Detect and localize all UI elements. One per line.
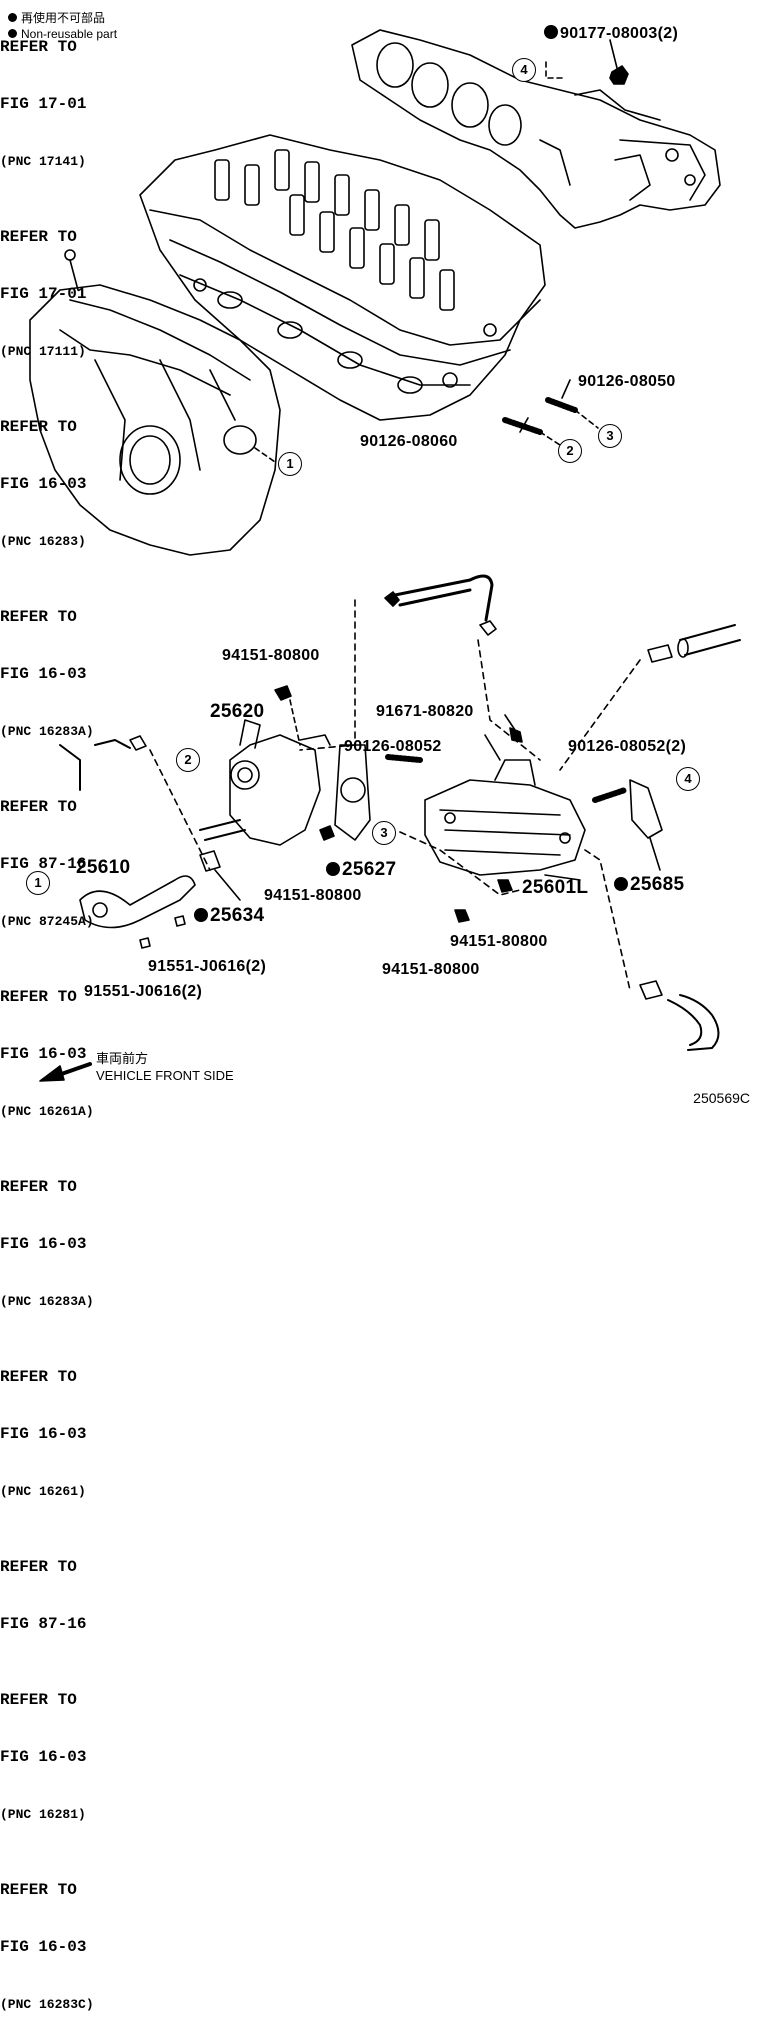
refer-87245a[interactable]: REFER TO FIG 87-16 (PNC 87245A) — [0, 760, 760, 950]
part-25620[interactable]: 25620 — [210, 701, 265, 722]
refer-pnc: (PNC 87245A) — [0, 914, 94, 929]
refer-line1: REFER TO — [0, 38, 77, 56]
refer-pnc: (PNC 16283C) — [0, 1997, 94, 2012]
refer-line2: FIG 16-03 — [0, 475, 87, 493]
refer-line2: FIG 87-16 — [0, 1615, 87, 1633]
part-90126-08050[interactable]: 90126-08050 — [578, 373, 676, 390]
non-reusable-icon — [194, 908, 208, 922]
refer-17141[interactable]: REFER TO FIG 17-01 (PNC 17141) — [0, 0, 760, 190]
egr-cooler-drawing — [424, 759, 586, 881]
refer-16283a-right[interactable]: REFER TO FIG 16-03 (PNC 16283A) — [0, 1140, 760, 1330]
part-94151-80800-right[interactable]: 94151-80800 — [450, 933, 548, 950]
callout-3-bottom: 3 — [372, 821, 396, 845]
part-91551-j0616-b[interactable]: 91551-J0616(2) — [84, 983, 203, 1000]
part-25685[interactable]: 25685 — [614, 875, 684, 895]
part-25634[interactable]: 25634 — [194, 906, 264, 926]
refer-16261[interactable]: REFER TO FIG 16-03 (PNC 16261) — [0, 1330, 760, 1520]
callout-1-bottom: 1 — [26, 871, 50, 895]
refer-16283c[interactable]: REFER TO FIG 16-03 (PNC 16283C) — [0, 1843, 760, 2033]
refer-line1: REFER TO — [0, 418, 77, 436]
bullet-icon — [8, 13, 17, 22]
legend-en: Non-reusable part — [21, 27, 118, 41]
refer-pnc: (PNC 17111) — [0, 344, 86, 359]
bullet-icon — [8, 29, 17, 38]
refer-line1: REFER TO — [0, 1178, 77, 1196]
front-jp: 車両前方 — [96, 1051, 149, 1066]
refer-16283a-top[interactable]: REFER TO FIG 16-03 (PNC 16283A) — [0, 570, 760, 760]
vehicle-front-label: 車両前方 VEHICLE FRONT SIDE — [42, 1050, 234, 1084]
part-25627[interactable]: 25627 — [326, 860, 396, 880]
figure-id: 250569C — [693, 1090, 750, 1106]
refer-pnc: (PNC 16283A) — [0, 724, 94, 739]
refer-line2: FIG 17-01 — [0, 95, 87, 113]
part-90177-08003[interactable]: 90177-08003(2) — [544, 24, 678, 44]
part-25610[interactable]: 25610 — [76, 857, 131, 878]
callout-2-top: 2 — [558, 439, 582, 463]
refer-line1: REFER TO — [0, 228, 77, 246]
front-en: VEHICLE FRONT SIDE — [96, 1068, 234, 1083]
refer-pnc: (PNC 16283) — [0, 534, 86, 549]
refer-pnc: (PNC 16281) — [0, 1807, 86, 1822]
front-arrow-icon — [40, 1064, 41, 1065]
refer-pnc: (PNC 17141) — [0, 154, 86, 169]
refer-line1: REFER TO — [0, 798, 77, 816]
callout-2-bottom: 2 — [176, 748, 200, 772]
part-number-text: 90177-08003(2) — [560, 25, 679, 42]
part-number-text: 25627 — [342, 859, 397, 880]
part-number-text: 25685 — [630, 874, 685, 895]
callout-1-top: 1 — [278, 452, 302, 476]
parts-illustration — [29, 29, 741, 1082]
part-94151-80800-top[interactable]: 94151-80800 — [222, 647, 320, 664]
refer-pnc: (PNC 16283A) — [0, 1294, 94, 1309]
refer-line1: REFER TO — [0, 1881, 77, 1899]
part-94151-80800-bottom[interactable]: 94151-80800 — [382, 961, 480, 978]
refer-line2: FIG 87-16 — [0, 855, 87, 873]
part-90126-08060[interactable]: 90126-08060 — [360, 433, 458, 450]
callout-4-top: 4 — [512, 58, 536, 82]
legend: 再使用不可部品 Non-reusable part — [8, 10, 117, 42]
refer-line2: FIG 16-03 — [0, 1045, 87, 1063]
refer-16283[interactable]: REFER TO FIG 16-03 (PNC 16283) — [0, 380, 760, 570]
refer-line2: FIG 16-03 — [0, 1748, 87, 1766]
refer-line1: REFER TO — [0, 608, 77, 626]
refer-line2: FIG 16-03 — [0, 1235, 87, 1253]
part-91671-80820[interactable]: 91671-80820 — [376, 703, 474, 720]
refer-16281[interactable]: REFER TO FIG 16-03 (PNC 16281) — [0, 1653, 760, 1843]
part-25601l[interactable]: 25601L — [522, 877, 589, 898]
refer-line1: REFER TO — [0, 1558, 77, 1576]
refer-pnc: (PNC 16261) — [0, 1484, 86, 1499]
callout-4-bottom: 4 — [676, 767, 700, 791]
intake-manifold-drawing — [29, 249, 281, 556]
non-reusable-icon — [544, 25, 558, 39]
refer-line1: REFER TO — [0, 1368, 77, 1386]
part-90126-08052[interactable]: 90126-08052 — [344, 738, 442, 755]
refer-line2: FIG 16-03 — [0, 665, 87, 683]
refer-line2: FIG 16-03 — [0, 1938, 87, 1956]
refer-line1: REFER TO — [0, 1691, 77, 1709]
non-reusable-icon — [326, 862, 340, 876]
cylinder-head-drawing — [139, 134, 546, 421]
legend-jp: 再使用不可部品 — [21, 11, 106, 25]
callout-3-top: 3 — [598, 424, 622, 448]
refer-line1: REFER TO — [0, 988, 77, 1006]
part-94151-80800-mid[interactable]: 94151-80800 — [264, 887, 362, 904]
refer-87-16[interactable]: REFER TO FIG 87-16 — [0, 1520, 760, 1653]
part-91551-j0616-a[interactable]: 91551-J0616(2) — [148, 958, 267, 975]
egr-valve-drawing — [199, 685, 331, 846]
part-number-text: 25634 — [210, 905, 265, 926]
part-90126-08052-2[interactable]: 90126-08052(2) — [568, 738, 687, 755]
exhaust-manifold-drawing — [351, 29, 721, 229]
refer-line2: FIG 16-03 — [0, 1425, 87, 1443]
non-reusable-icon — [614, 877, 628, 891]
